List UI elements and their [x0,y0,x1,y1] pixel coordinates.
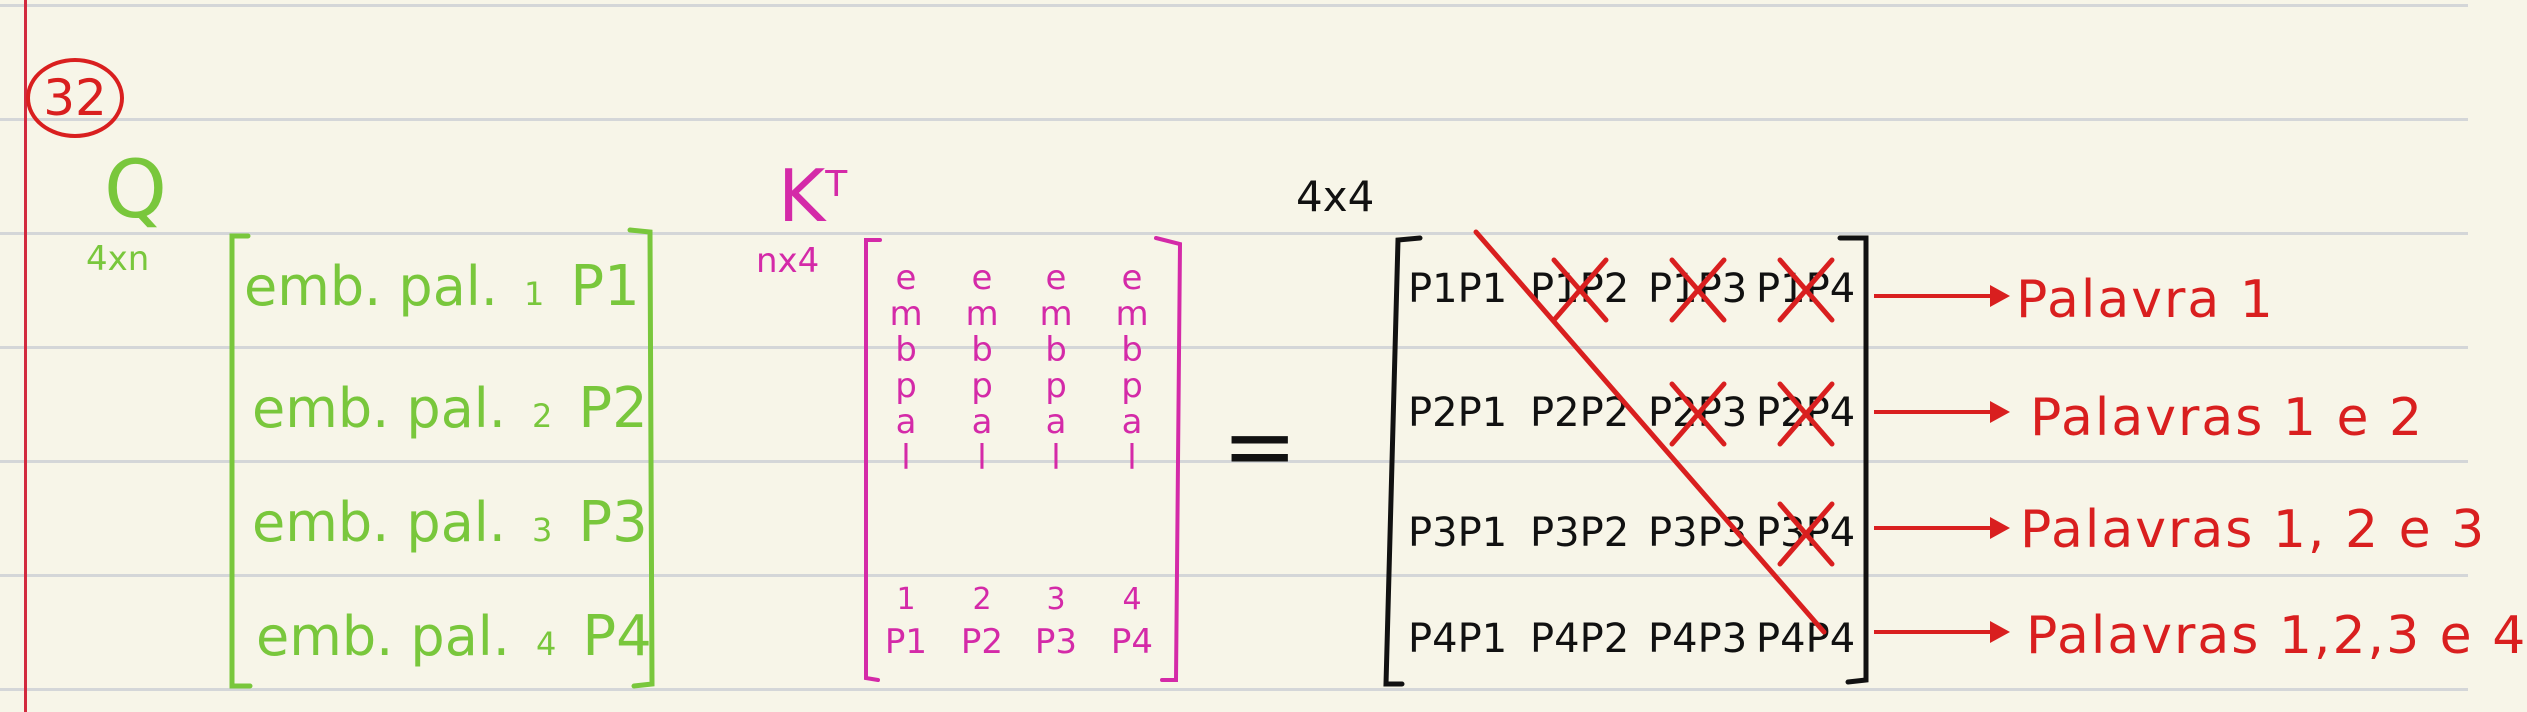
kt-symbol: KT [778,160,847,232]
equals-sign: = [1222,394,1298,499]
kt-bracket-left [864,238,882,682]
result-cell: P3P1 [1408,510,1508,556]
result-bracket-left [1383,235,1423,687]
kt-size: nx4 [756,241,820,281]
ruled-line [0,574,2468,577]
result-cell: P3P3 [1648,510,1748,556]
kt-column-number: 4 [1122,582,1142,617]
kt-column-symbol: P3 [1034,622,1078,662]
row-label: Palavras 1, 2 e 3 [2020,500,2487,560]
result-cell: P4P4 [1756,616,1856,662]
q-row-number: 4 [535,625,557,663]
row-label: Palavra 1 [2016,270,2275,330]
kt-column-symbol: P2 [960,622,1004,662]
q-symbol: Q [104,143,167,236]
q-row-number: 3 [531,511,553,549]
result-cell: P1P1 [1408,266,1508,312]
kt-column-letters: e m b p a l [889,258,923,478]
q-row: emb. pal. 1 P1 [244,254,640,319]
result-cell: P4P1 [1408,616,1508,662]
problem-number: 32 [26,58,124,138]
result-bracket-right [1837,235,1869,685]
kt-column-number: 1 [896,582,916,617]
ruled-line [0,688,2468,691]
result-cell: P3P2 [1530,510,1630,556]
row-arrow [1874,401,2010,423]
q-row-text: emb. pal. [244,255,498,318]
mask-cross [1777,501,1835,567]
result-size: 4x4 [1296,172,1375,221]
row-arrow [1874,517,2010,539]
q-row-text: emb. pal. [252,377,506,440]
kt-column-symbol: P4 [1110,622,1154,662]
kt-column-letters: e m b p a l [1115,258,1149,478]
kt-superscript: T [825,164,848,205]
q-row-number: 1 [523,275,545,313]
q-row-number: 2 [531,397,553,435]
ruled-line [0,346,2468,349]
row-arrow [1874,285,2010,307]
mask-cross [1777,381,1835,447]
result-cell: P4P2 [1530,616,1630,662]
kt-letter: K [778,154,826,238]
q-row: emb. pal. 3 P3 [252,490,648,555]
q-row-symbol: P2 [578,376,648,441]
kt-column-symbol: P1 [884,622,928,662]
result-cell: P2P1 [1408,390,1508,436]
q-size: 4xn [86,239,150,279]
q-row-text: emb. pal. [256,605,510,668]
ruled-line [0,232,2468,235]
mask-cross [1551,257,1609,323]
ruled-line [0,460,2468,463]
kt-bracket-right [1154,236,1183,682]
result-cell: P2P2 [1530,390,1630,436]
kt-column-letters: e m b p a l [965,258,999,478]
q-row-text: emb. pal. [252,491,506,554]
row-label: Palavras 1 e 2 [2030,388,2425,448]
q-row-symbol: P1 [570,254,640,319]
drawing-overlay [229,227,2010,689]
margin-line [24,0,27,712]
kt-column-number: 2 [972,582,992,617]
kt-column-letters: e m b p a l [1039,258,1073,478]
result-cell: P4P3 [1648,616,1748,662]
ruled-line [0,118,2468,121]
row-label: Palavras 1,2,3 e 4 [2026,606,2527,666]
row-arrow [1874,621,2010,643]
q-row-symbol: P4 [582,604,652,669]
mask-cross [1669,257,1727,323]
ruled-line [0,4,2468,7]
q-bracket-right [627,227,655,689]
q-row: emb. pal. 2 P2 [252,376,648,441]
mask-diagonal-line [1473,229,1827,635]
q-row: emb. pal. 4 P4 [256,604,652,669]
q-row-symbol: P3 [578,490,648,555]
mask-cross [1669,381,1727,447]
kt-column-number: 3 [1046,582,1066,617]
q-bracket-left [229,233,253,689]
mask-cross [1777,257,1835,323]
